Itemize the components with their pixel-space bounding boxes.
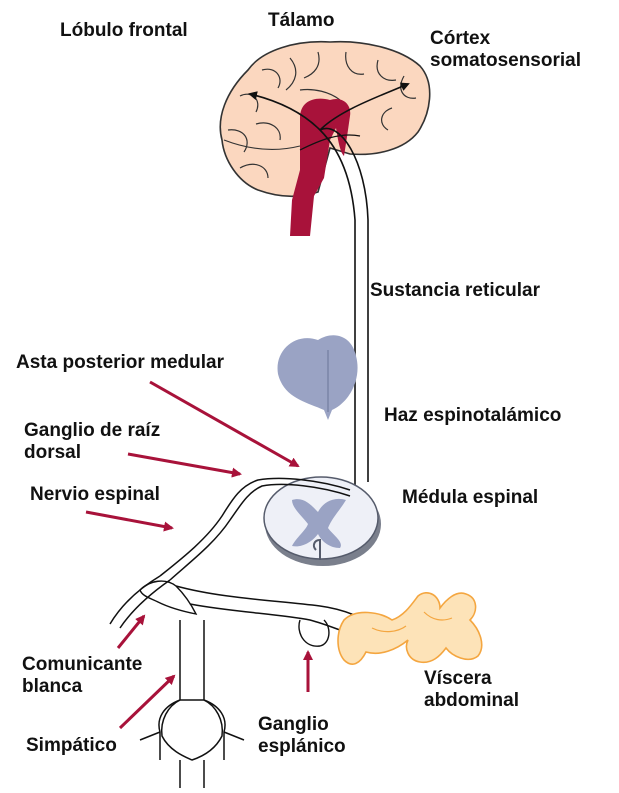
sympathetic-ganglion (162, 700, 223, 760)
label-ganglio-esplanico: Ganglio esplánico (258, 714, 346, 758)
label-asta-posterior: Asta posterior medular (16, 352, 224, 374)
label-cortex-line2: somatosensorial (430, 50, 581, 72)
label-comunicante-line1: Comunicante (22, 654, 142, 676)
label-comunicante-blanca: Comunicante blanca (22, 654, 142, 698)
label-ganglio-raiz-line2: dorsal (24, 442, 160, 464)
upper-cord-section (278, 335, 358, 420)
spinal-cord-section (264, 477, 381, 566)
label-simpatico: Simpático (26, 735, 117, 757)
label-ganglio-espl-line2: esplánico (258, 736, 346, 758)
abdominal-viscera (338, 593, 482, 664)
label-ganglio-espl-line1: Ganglio (258, 714, 346, 736)
label-lobulo-frontal: Lóbulo frontal (60, 20, 188, 42)
label-talamo: Tálamo (268, 10, 335, 32)
arrow-comunicante (118, 616, 144, 648)
label-ganglio-raiz: Ganglio de raíz dorsal (24, 420, 160, 464)
label-cortex-line1: Córtex (430, 28, 581, 50)
label-comunicante-line2: blanca (22, 676, 142, 698)
label-nervio-espinal: Nervio espinal (30, 484, 160, 506)
arrow-asta-posterior (150, 382, 298, 466)
label-medula-espinal: Médula espinal (402, 487, 538, 509)
label-sustancia-reticular: Sustancia reticular (370, 280, 540, 302)
label-haz-espinotalamico: Haz espinotalámico (384, 405, 561, 427)
label-ganglio-raiz-line1: Ganglio de raíz (24, 420, 160, 442)
label-viscera-line2: abdominal (424, 690, 519, 712)
comunicante-loop (140, 581, 196, 614)
label-cortex: Córtex somatosensorial (430, 28, 581, 72)
sympathetic-chain (140, 620, 244, 788)
label-viscera-abdominal: Víscera abdominal (424, 668, 519, 712)
arrow-nervio-espinal (86, 512, 172, 528)
label-viscera-line1: Víscera (424, 668, 519, 690)
